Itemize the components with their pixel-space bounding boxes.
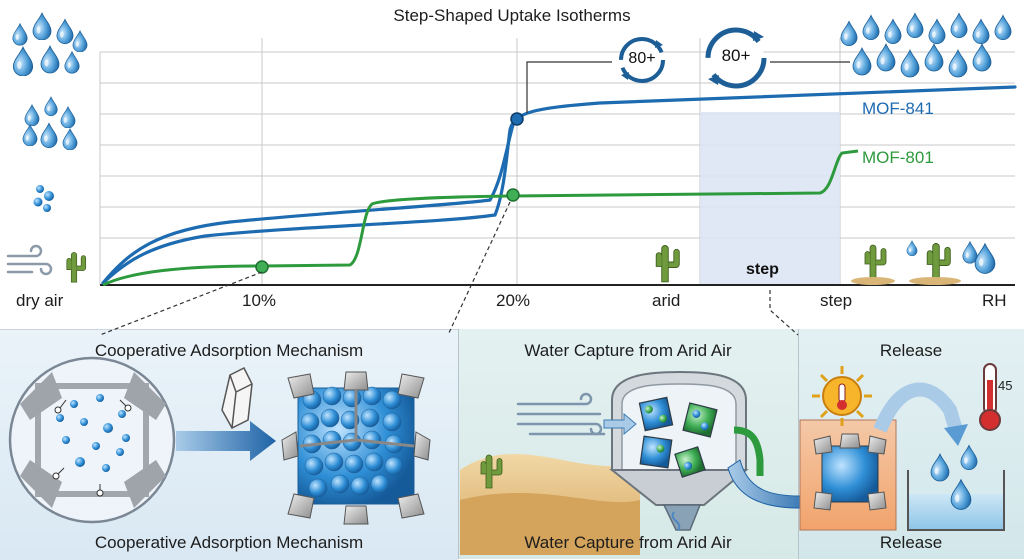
arrow-to-mof-cluster (176, 421, 276, 461)
panel-middle-title: Water Capture from Arid Air (524, 341, 732, 360)
panel-right-caption: Release (879, 533, 943, 552)
crystal-icon (221, 366, 253, 429)
thermometer-value: 45 (998, 378, 1013, 393)
cactus-icon-arid (655, 245, 680, 283)
step-region-band (700, 112, 840, 285)
droplet-icon-mid (962, 241, 978, 264)
droplets-left-medium (22, 96, 78, 150)
mof-crystal-cluster-3 (639, 435, 673, 469)
series-mof-841 (101, 85, 1017, 285)
series-mof-801 (102, 149, 859, 287)
mof-841-desorption-curve (101, 123, 515, 285)
inlet-arrow (603, 412, 637, 436)
mof-crystal-cluster-2 (682, 402, 718, 438)
legend-label-mof-801: MOF-801 (862, 148, 934, 167)
sand-mound-icon (851, 277, 895, 285)
x-tick-10-percent: 10% (242, 291, 277, 310)
mof-cluster-release (813, 433, 887, 511)
thermometer-icon (979, 363, 1001, 431)
mof-841-adsorption-curve (101, 85, 1017, 285)
wind-flow-icon (516, 392, 606, 436)
zoom-lines (99, 201, 799, 336)
panel-left-caption: Cooperative Adsorption Mechanism (94, 533, 364, 552)
panel-right-title: Release (879, 341, 943, 360)
release-pipe (873, 382, 963, 433)
mof-crystal-cluster-4 (674, 446, 706, 478)
mof-801-curve (102, 149, 859, 287)
panel-middle-caption: Water Capture from Arid Air (524, 533, 732, 552)
cactus-icon-left (66, 252, 87, 283)
droplet-icon-big (974, 243, 996, 275)
callout-line-badge-1 (526, 61, 612, 113)
droplet-icon-small (906, 240, 918, 256)
cactus-icon-step (864, 244, 887, 279)
legend-label-mof-841: MOF-841 (862, 99, 934, 118)
chart-title: Step-Shaped Uptake Isotherms (393, 6, 631, 25)
step-region-label: step (746, 261, 779, 278)
water-basin (907, 444, 1005, 531)
mof-801-step-marker (506, 188, 520, 202)
x-tick-20-percent: 20% (496, 291, 531, 310)
cycle-badge-1 (619, 37, 665, 83)
mof-801-low-marker (255, 260, 269, 274)
cycle-badge-1-label: 80+ (628, 50, 656, 67)
mof-841-step-marker (510, 112, 524, 126)
x-tick-step: step (820, 291, 853, 310)
x-tick-dry-air: dry air (16, 291, 64, 310)
release-arrowhead (944, 424, 968, 446)
droplets-left-small (33, 185, 54, 212)
cycle-badge-2 (705, 27, 767, 89)
sun-icon (812, 366, 872, 426)
green-flow-pipe (733, 426, 764, 476)
panel-left-title: Cooperative Adsorption Mechanism (94, 341, 364, 360)
mof-cluster-filled (281, 371, 431, 525)
wind-icon (6, 244, 53, 276)
cactus-icon-wet (926, 243, 951, 281)
mof-crystal-cluster-1 (638, 396, 674, 432)
sand-mound-icon-2 (909, 277, 961, 285)
desert-dunes-2 (460, 492, 640, 555)
x-axis-label-rh: RH (982, 291, 1007, 310)
water-harvester-device (609, 370, 749, 531)
cycle-badge-2-label: 80+ (721, 46, 751, 65)
x-tick-arid: arid (652, 291, 681, 310)
mof-pore-cage-illustration (8, 356, 176, 524)
